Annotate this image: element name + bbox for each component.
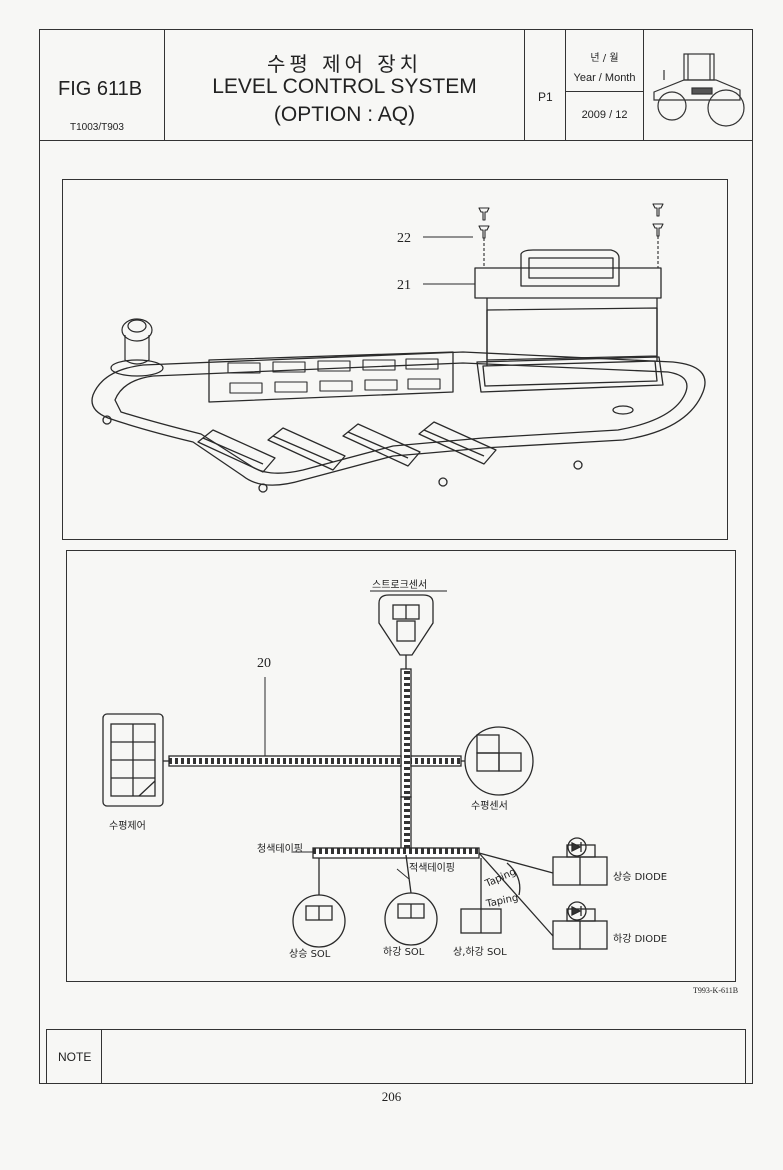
year-month-korean: 년 / 월 — [590, 53, 619, 64]
model-codes: T1003/T903 — [70, 122, 124, 133]
title-english: LEVEL CONTROL SYSTEM — [212, 75, 477, 98]
note-box: NOTE — [46, 1029, 746, 1084]
label-taping-2: Taping — [484, 892, 519, 910]
title-cell: 수평 제어 장치 LEVEL CONTROL SYSTEM (OPTION : … — [165, 30, 525, 140]
page-code: P1 — [538, 90, 553, 104]
revision-date: 2009 / 12 — [581, 109, 628, 121]
year-month-english: Year / Month — [573, 72, 636, 84]
header-bottom-rule — [40, 140, 752, 141]
page-cell: P1 — [525, 30, 566, 140]
label-taping-1: Taping — [483, 867, 518, 891]
fig-cell: FIG 611B T1003/T903 — [40, 30, 165, 140]
label-up-diode: 상승 DIODE — [613, 871, 667, 883]
sheet-frame: FIG 611B T1003/T903 수평 제어 장치 LEVEL CONTR… — [39, 29, 753, 1084]
label-down-sol: 하강 SOL — [383, 945, 425, 958]
label-blue-taping: 청색테이핑 — [257, 843, 303, 855]
note-label-cell: NOTE — [47, 1030, 102, 1083]
title-korean: 수평 제어 장치 — [266, 52, 423, 76]
part-number-20: 20 — [257, 656, 271, 671]
label-down-diode: 하강 DIODE — [613, 932, 667, 945]
title-option: (OPTION : AQ) — [273, 103, 416, 126]
page-number: 206 — [381, 1089, 402, 1104]
fig-code: FIG 611B — [58, 78, 143, 100]
callout-21: 21 — [397, 278, 411, 293]
label-level-control: 수평제어 — [109, 820, 146, 832]
label-stroke-sensor: 스트로크센서 — [372, 579, 427, 591]
tractor-thumbnail — [644, 30, 752, 140]
tractor-icon — [653, 53, 745, 127]
divider — [566, 91, 643, 92]
label-level-sensor: 수평센서 — [471, 800, 508, 812]
label-red-taping: 적색테이핑 — [409, 862, 455, 874]
drawing-code: T993-K-611B — [693, 986, 739, 995]
level-control-panel-drawing: 22 21 — [91, 203, 706, 493]
callout-22: 22 — [397, 231, 411, 246]
exploded-view-panel: 22 21 — [62, 179, 728, 540]
label-up-sol: 상승 SOL — [289, 948, 331, 960]
note-label: NOTE — [58, 1050, 92, 1064]
wiring-harness-diagram: 20 스트로크센서 수평제어 수평센서 청색테이핑 적색테이핑 Taping T… — [102, 579, 667, 960]
year-month-cell: 년 / 월 Year / Month 2009 / 12 — [566, 30, 644, 140]
harness-panel: 20 스트로크센서 수평제어 수평센서 청색테이핑 적색테이핑 Taping T… — [66, 550, 736, 982]
label-updown-sol: 상,하강 SOL — [453, 945, 507, 958]
